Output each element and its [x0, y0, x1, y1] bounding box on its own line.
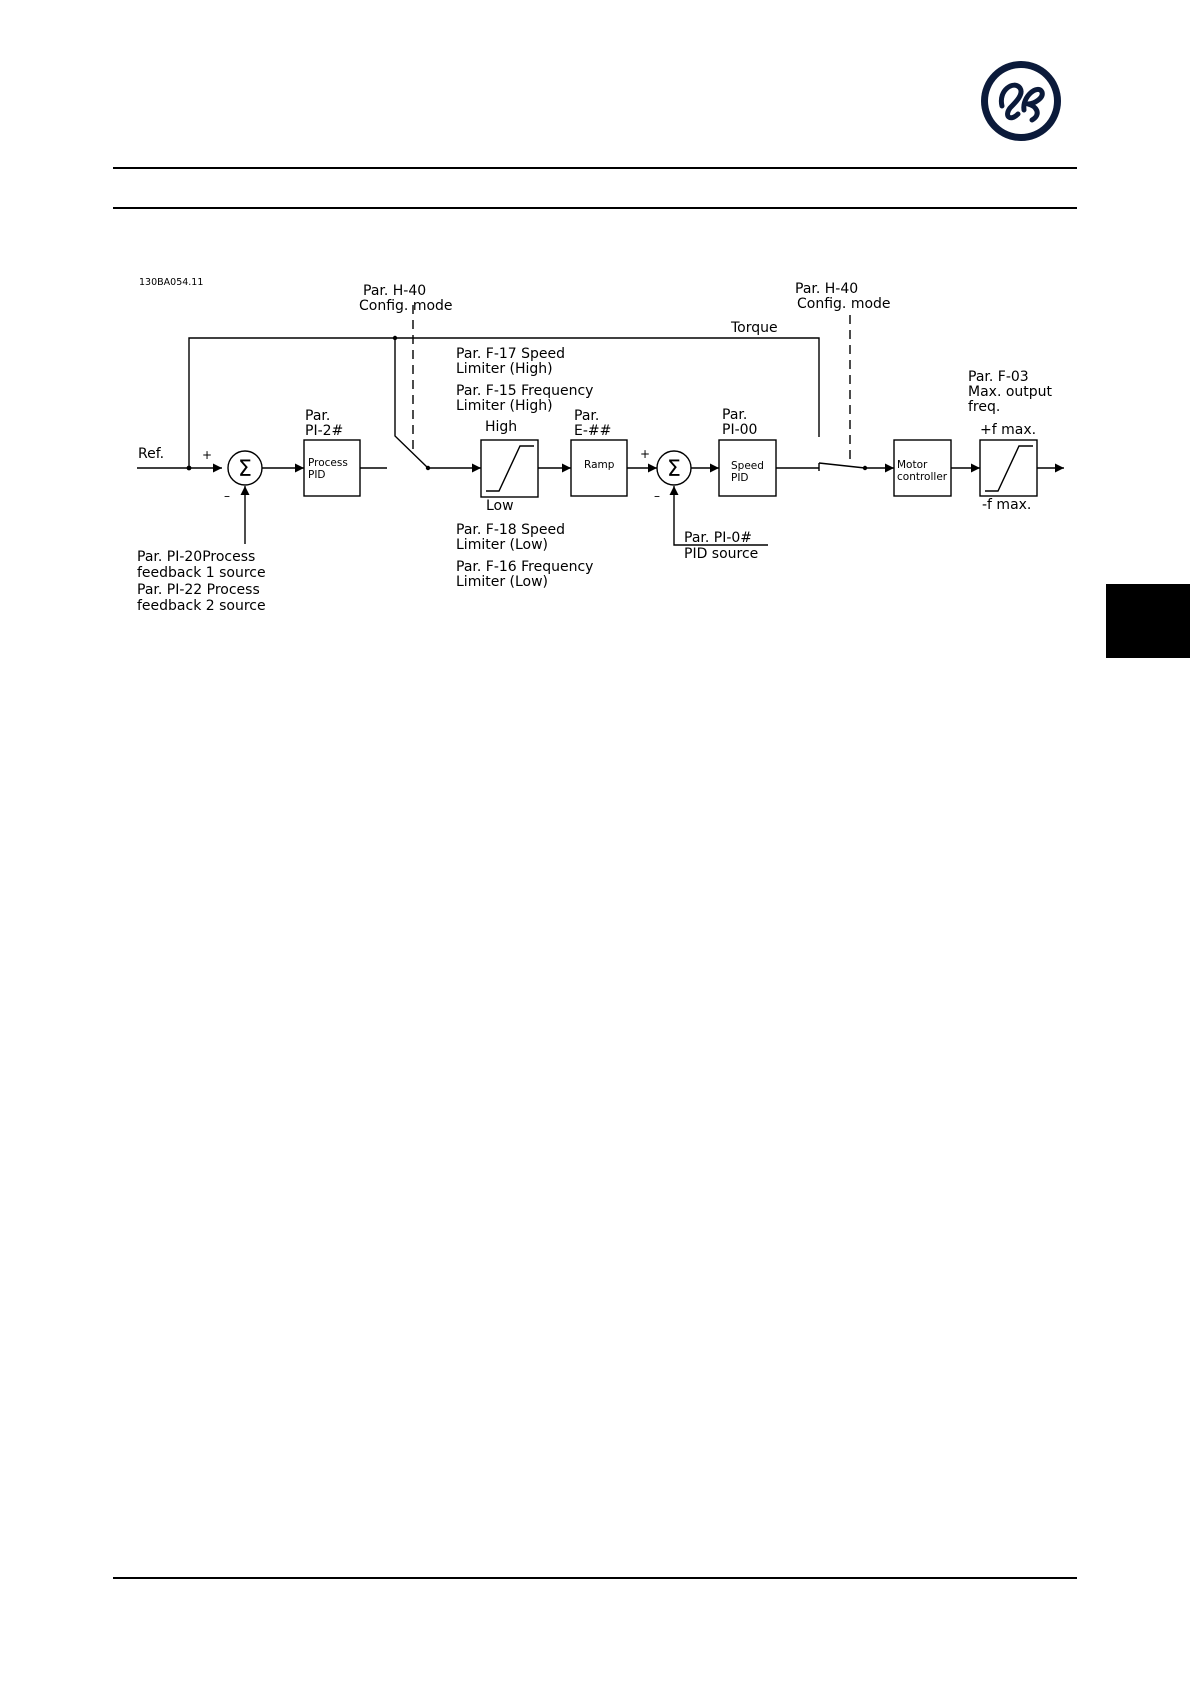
f16-label-1: Par. F-16 Frequency — [456, 559, 593, 575]
par-pi2-label-1: Par. — [305, 408, 330, 424]
speed-pid-block — [718, 439, 777, 497]
sum-1-plus: + — [202, 448, 212, 462]
ge-logo-icon — [981, 61, 1061, 141]
pi20-label-1: Par. PI-20Process — [137, 549, 255, 565]
motor-controller-block — [893, 439, 952, 497]
switch-1-blade — [394, 338, 429, 469]
par-h40-right-label-2: Config. mode — [797, 296, 891, 312]
ref-label: Ref. — [138, 446, 164, 462]
par-h40-left-label-1: Par. H-40 — [363, 283, 426, 299]
par-e-label-1: Par. — [574, 408, 599, 424]
process-pid-text-1: Process — [308, 457, 348, 469]
plus-f-max-label: +f max. — [980, 422, 1036, 438]
torque-label: Torque — [730, 320, 778, 336]
par-pi00-label-1: Par. — [722, 407, 747, 423]
speed-pid-text-1: Speed — [731, 460, 764, 472]
f17-label-1: Par. F-17 Speed — [456, 346, 565, 362]
header-rule-top — [113, 167, 1077, 169]
f18-label-1: Par. F-18 Speed — [456, 522, 565, 538]
f18-label-2: Limiter (Low) — [456, 537, 548, 553]
chapter-tab — [1106, 584, 1190, 658]
sum-2-sigma: Σ — [667, 457, 681, 482]
pi22-label-2: feedback 2 source — [137, 598, 266, 614]
par-pi00-label-2: PI-00 — [722, 422, 757, 438]
f16-label-2: Limiter (Low) — [456, 574, 548, 590]
f03-label-2: Max. output — [968, 384, 1053, 400]
pi22-label-1: Par. PI-22 Process — [137, 582, 260, 598]
pi20-label-2: feedback 1 source — [137, 565, 266, 581]
speed-pid-text-2: PID — [731, 472, 749, 484]
pid-source-line — [669, 486, 768, 546]
motor-controller-text-1: Motor — [897, 459, 928, 471]
freq-limiter-curve — [985, 445, 1033, 492]
minus-f-max-label: -f max. — [982, 497, 1031, 513]
header-rule-bottom — [113, 207, 1077, 209]
par-h40-left-label-2: Config. mode — [359, 298, 453, 314]
process-pid-block — [303, 439, 361, 497]
sum-2-plus: + — [640, 447, 650, 461]
par-h40-right-label-1: Par. H-40 — [795, 281, 858, 297]
switch-2-blade — [818, 462, 866, 469]
f15-label-1: Par. F-15 Frequency — [456, 383, 593, 399]
f03-label-3: freq. — [968, 399, 1000, 415]
par-pi2-label-2: PI-2# — [305, 423, 343, 439]
process-pid-text-2: PID — [308, 469, 326, 481]
low-label: Low — [486, 498, 514, 514]
torque-path — [188, 337, 820, 468]
f15-label-2: Limiter (High) — [456, 398, 553, 414]
ramp-text: Ramp — [584, 459, 615, 471]
par-e-label-2: E-## — [574, 423, 611, 439]
motor-controller-text-2: controller — [897, 471, 948, 483]
pi0-label-1: Par. PI-0# — [684, 530, 752, 546]
footer-rule — [113, 1577, 1077, 1579]
f17-label-2: Limiter (High) — [456, 361, 553, 377]
diagram-id: 130BA054.11 — [139, 277, 203, 288]
f03-label-1: Par. F-03 — [968, 369, 1029, 385]
sum-1-sigma: Σ — [238, 457, 252, 482]
high-label: High — [485, 419, 517, 435]
sum-2-minus: – — [654, 489, 660, 503]
sum-1-minus: – — [224, 489, 230, 503]
speed-limiter-curve — [486, 445, 534, 492]
pi0-label-2: PID source — [684, 546, 758, 562]
